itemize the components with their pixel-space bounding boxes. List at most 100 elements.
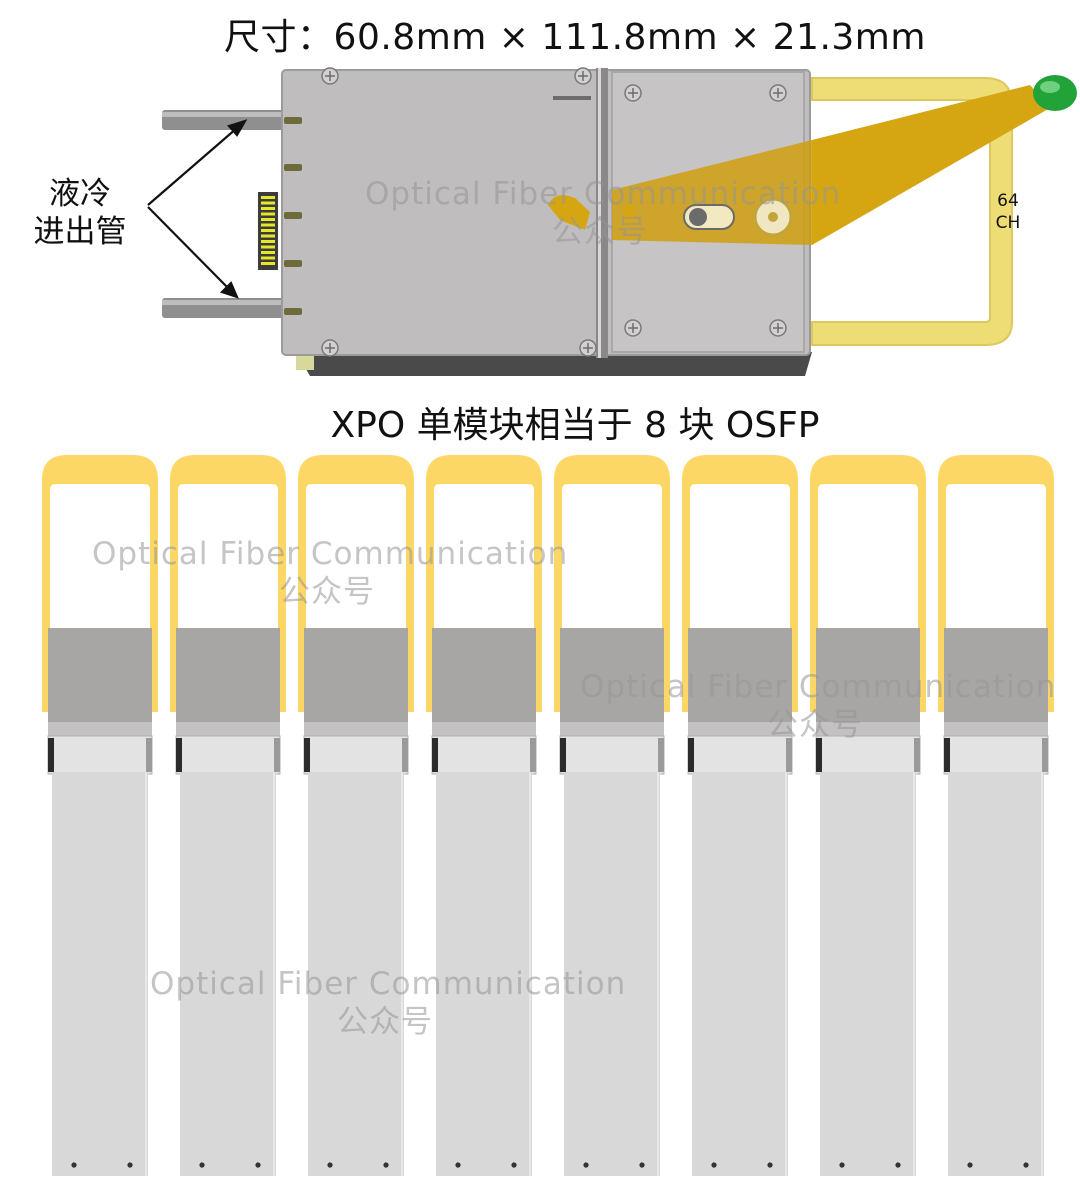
osfp-body — [436, 772, 532, 1176]
connector-pin — [261, 229, 275, 232]
connector-pin — [261, 212, 275, 216]
watermark-line2: 公众号 — [767, 707, 863, 743]
watermark-line1: Optical Fiber Communication — [365, 176, 842, 212]
screw-icon — [579, 339, 597, 357]
osfp-connector-block — [176, 628, 280, 722]
watermark: Optical Fiber Communication 公众号 — [92, 535, 569, 611]
connector-pin — [261, 262, 275, 265]
dimension-title: 尺寸：60.8mm × 111.8mm × 21.3mm — [224, 17, 926, 58]
osfp-dot — [255, 1162, 261, 1168]
osfp-module — [938, 455, 1054, 1176]
osfp-dot — [839, 1162, 845, 1168]
osfp-latch-band — [303, 735, 409, 775]
module-seam-highlight — [598, 68, 601, 358]
osfp-dot — [639, 1162, 645, 1168]
osfp-latch-clip — [146, 738, 152, 772]
osfp-pull-handle — [426, 455, 542, 712]
xpo-title: XPO 单模块相当于 8 块 OSFP — [330, 405, 820, 446]
connector-pin — [261, 234, 275, 238]
osfp-latch-clip — [658, 738, 664, 772]
osfp-dot — [967, 1162, 973, 1168]
osfp-dot — [895, 1162, 901, 1168]
osfp-module — [554, 455, 670, 1176]
connector-pin — [261, 251, 275, 254]
osfp-body — [564, 772, 660, 1176]
osfp-latch-clip — [816, 738, 822, 772]
osfp-bezel — [688, 722, 792, 736]
osfp-latch-clip — [914, 738, 920, 772]
osfp-module — [682, 455, 798, 1176]
watermark-line1: Optical Fiber Communication — [92, 536, 569, 572]
osfp-pull-handle — [938, 455, 1054, 712]
osfp-connector-block — [816, 628, 920, 722]
osfp-module-group — [42, 455, 1054, 1176]
osfp-latch-clip — [402, 738, 408, 772]
osfp-dot — [455, 1162, 461, 1168]
osfp-body — [52, 772, 148, 1176]
osfp-latch-band — [559, 735, 665, 775]
osfp-pull-handle — [554, 455, 670, 712]
screw-icon — [574, 67, 592, 85]
osfp-latch-clip — [304, 738, 310, 772]
watermark-line2: 公众号 — [552, 214, 648, 250]
osfp-module — [810, 455, 926, 1176]
watermark-line1: Optical Fiber Communication — [580, 669, 1057, 705]
osfp-dot — [583, 1162, 589, 1168]
channel-label: 64 CH — [985, 190, 1031, 234]
osfp-bezel — [304, 722, 408, 736]
screw-icon — [624, 84, 642, 102]
screw-icon — [624, 319, 642, 337]
osfp-module — [42, 455, 158, 1176]
osfp-dot — [327, 1162, 333, 1168]
connector-pins — [261, 196, 275, 265]
screw-icon — [769, 84, 787, 102]
osfp-latch-band — [431, 735, 537, 775]
osfp-latch-clip — [274, 738, 280, 772]
osfp-latch-clip — [786, 738, 792, 772]
channel-label-line2: CH — [995, 213, 1021, 233]
osfp-connector-block — [304, 628, 408, 722]
osfp-bezel — [48, 722, 152, 736]
osfp-dot — [71, 1162, 77, 1168]
screw-icon — [321, 339, 339, 357]
osfp-dot — [127, 1162, 133, 1168]
osfp-connector-block — [432, 628, 536, 722]
osfp-body — [692, 772, 788, 1176]
coolant-pipe-top-highlight — [162, 112, 292, 117]
side-notches — [284, 117, 302, 315]
connector-pin — [261, 196, 275, 199]
osfp-dot — [767, 1162, 773, 1168]
pipe-arrows — [147, 119, 248, 299]
green-pull-tip — [1033, 75, 1077, 111]
osfp-bezel — [560, 722, 664, 736]
screw-icon — [769, 319, 787, 337]
screw-icon — [321, 67, 339, 85]
watermark: Optical Fiber Communication 公众号 — [365, 175, 842, 251]
connector-pin — [261, 245, 275, 249]
channel-label-line1: 64 — [997, 191, 1019, 211]
heatsink-slot — [553, 96, 591, 100]
osfp-latch-clip — [530, 738, 536, 772]
osfp-latch-clip — [1042, 738, 1048, 772]
pipe-label-line1: 液冷 — [49, 176, 111, 212]
watermark: Optical Fiber Communication 公众号 — [150, 965, 625, 1041]
osfp-dot — [511, 1162, 517, 1168]
connector-pin — [261, 207, 275, 210]
osfp-pull-handle — [682, 455, 798, 712]
osfp-bezel — [176, 722, 280, 736]
pipe-label: 液冷 进出管 — [20, 175, 140, 251]
screws — [321, 67, 787, 357]
osfp-body — [180, 772, 276, 1176]
watermark-line2: 公众号 — [279, 574, 375, 610]
osfp-connector-block — [560, 628, 664, 722]
osfp-latch-clip — [688, 738, 694, 772]
osfp-pull-handle — [42, 455, 158, 712]
connector-pin — [261, 256, 275, 260]
xpo-module — [147, 67, 1077, 376]
osfp-module — [426, 455, 542, 1176]
osfp-latch-clip — [560, 738, 566, 772]
connector-pin — [261, 218, 275, 221]
pull-tab-strip — [812, 85, 1050, 245]
coolant-pipe-bottom-highlight — [162, 300, 292, 305]
osfp-connector-block — [48, 628, 152, 722]
